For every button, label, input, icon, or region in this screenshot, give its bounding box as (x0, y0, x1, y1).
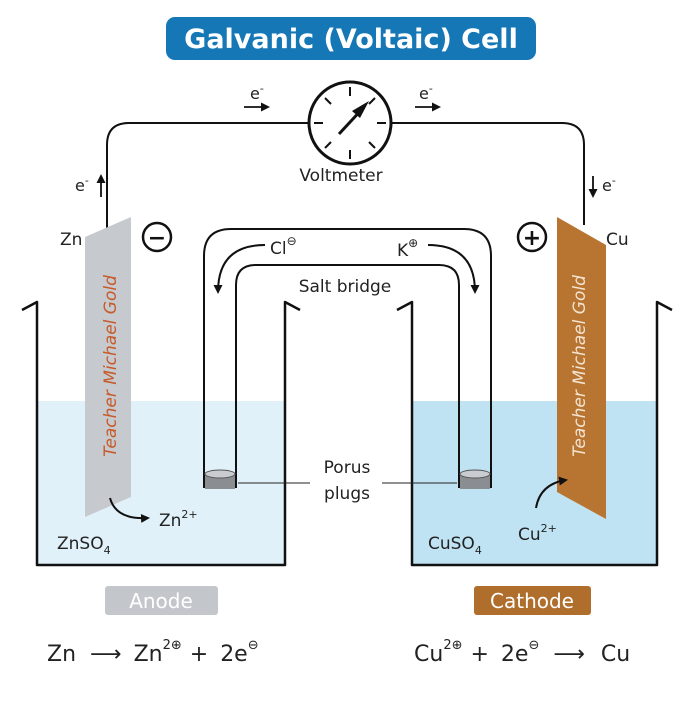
copper-label: Cu (606, 230, 629, 250)
cathode-beaker (396, 300, 673, 567)
plugs-label-line1: Porus (324, 458, 371, 478)
diagram-title: Galvanic (Voltaic) Cell (184, 24, 518, 55)
salt-bridge-tube (203, 228, 492, 488)
copper-ion-deposit-arrow (535, 476, 568, 509)
chloride-flow-arrow (213, 244, 266, 294)
svg-text:−: − (148, 226, 166, 251)
anode-equation: Zn⟶Zn2⊕+2e⊖ (47, 638, 259, 667)
chloride-ion-label: Cl⊖ (270, 234, 297, 259)
positive-terminal-icon: + (516, 221, 548, 253)
svg-text:e-: e- (250, 82, 264, 103)
voltmeter-label: Voltmeter (299, 166, 382, 186)
zinc-ion-release-arrow (109, 497, 150, 523)
svg-text:+: + (523, 226, 541, 251)
cathode-badge-label: Cathode (490, 589, 574, 613)
voltmeter-icon (307, 80, 393, 166)
right-porous-plug (459, 469, 491, 489)
title-background (166, 17, 536, 60)
plugs-label-line2: plugs (324, 484, 370, 504)
cathode-equation: Cu2⊕+2e⊖⟶Cu (414, 638, 630, 667)
cathode-badge (474, 586, 591, 615)
potassium-flow-arrow (427, 244, 480, 294)
salt-bridge-label: Salt bridge (299, 277, 392, 297)
zinc-label: Zn (60, 230, 82, 250)
negative-terminal-icon: − (141, 221, 173, 253)
copper-ion-label: Cu2+ (518, 522, 557, 545)
left-porous-plug (204, 469, 236, 489)
electron-flow-top-left: e- (244, 82, 270, 112)
zinc-ion-label: Zn2+ (159, 508, 198, 531)
svg-text:e-: e- (75, 174, 89, 195)
copper-sulfate-label: CuSO4 (428, 534, 482, 557)
zinc-watermark: Teacher Michael Gold (101, 275, 121, 457)
electron-flow-left: e- (75, 174, 106, 197)
copper-electrode (557, 217, 606, 519)
electron-flow-top-right: e- (415, 82, 441, 112)
zinc-electrode (85, 217, 131, 517)
anode-beaker (21, 300, 301, 567)
svg-text:e-: e- (602, 174, 616, 195)
electron-flow-right: e- (588, 174, 616, 198)
external-wire (106, 122, 585, 235)
anode-badge (105, 586, 218, 615)
svg-text:e-: e- (419, 82, 433, 103)
potassium-ion-label: K⊕ (397, 236, 418, 261)
anode-badge-label: Anode (129, 589, 193, 613)
copper-watermark: Teacher Michael Gold (570, 275, 590, 457)
zinc-sulfate-label: ZnSO4 (57, 534, 111, 557)
